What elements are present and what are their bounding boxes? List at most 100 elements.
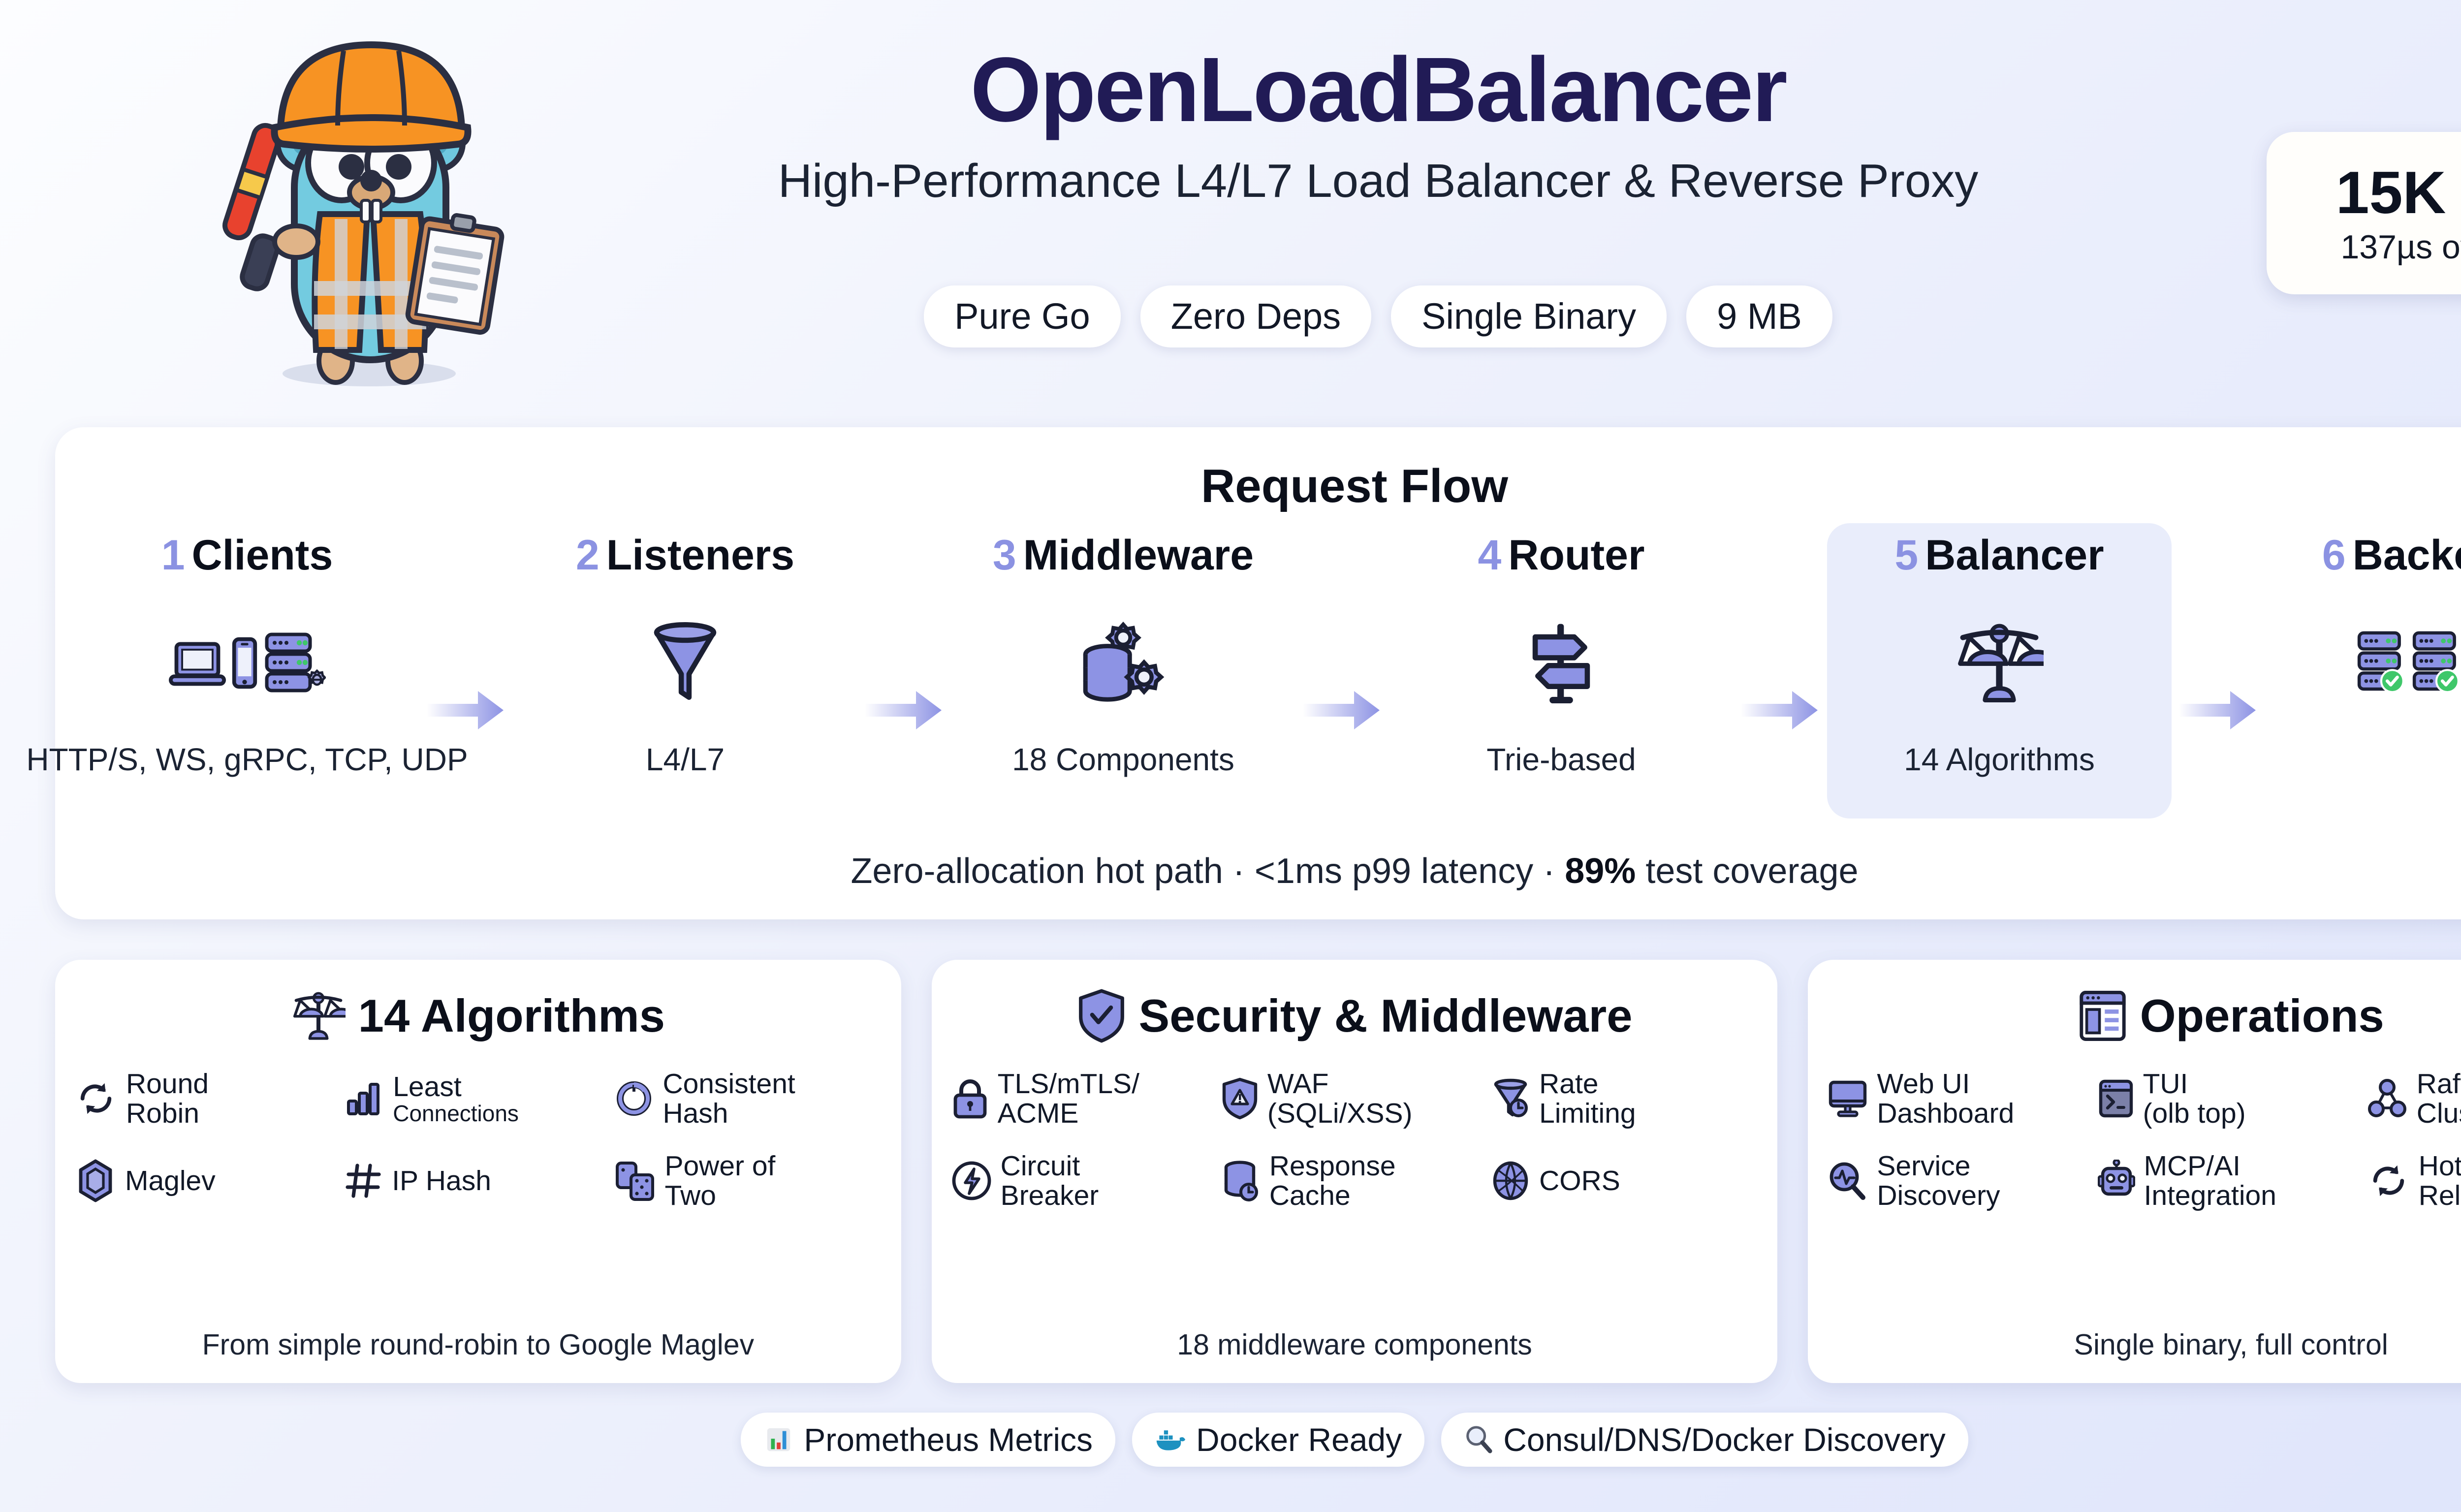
flow-step-caption: HTTP/S, WS, gRPC, TCP, UDP — [26, 742, 468, 777]
list-item-label: IP Hash — [392, 1166, 491, 1196]
signpost-icon — [1522, 589, 1601, 737]
request-flow-title: Request Flow — [1200, 460, 1509, 512]
card-header: Operations — [1828, 981, 2461, 1050]
scales-icon — [291, 989, 346, 1042]
header-pill[interactable]: Zero Deps — [1140, 285, 1372, 347]
list-item[interactable]: TUI(olb top) — [2098, 1069, 2365, 1129]
footer-pill-row: Prometheus Metrics Docker Ready — [0, 1413, 2461, 1467]
globe-icon — [1491, 1160, 1530, 1201]
flow-step-label: Balancer — [1925, 532, 2104, 579]
database-clock-icon — [1221, 1160, 1261, 1202]
header: OpenLoadBalancer High-Performance L4/L7 … — [0, 0, 2461, 409]
list-item-line2: Clustering — [2416, 1098, 2461, 1130]
hash-icon — [345, 1162, 383, 1200]
flow-step-heading: 6Backends — [2322, 534, 2461, 576]
card-header: 14 Algorithms — [75, 981, 882, 1050]
flow-arrow-icon — [2172, 523, 2265, 819]
list-item-line1: CORS — [1539, 1165, 1620, 1197]
header-pill[interactable]: Pure Go — [924, 285, 1121, 347]
docker-whale-icon — [1155, 1424, 1186, 1455]
list-item[interactable]: WAF(SQLi/XSS) — [1221, 1069, 1488, 1129]
list-item-line1: Rate — [1539, 1068, 1599, 1100]
scales-icon — [1955, 589, 2044, 737]
footer-pill-docker[interactable]: Docker Ready — [1132, 1413, 1425, 1467]
list-item-line2: Robin — [126, 1098, 199, 1130]
list-item-line1: Consistent — [663, 1068, 795, 1100]
list-item-line2: Two — [664, 1180, 716, 1212]
go-gopher-construction-worker-icon — [212, 17, 527, 391]
page-subtitle: High-Performance L4/L7 Load Balancer & R… — [778, 155, 1979, 207]
flow-step-number: 1 — [161, 532, 185, 579]
flow-step-label: Middleware — [1023, 532, 1254, 579]
list-item-line2: Reload — [2418, 1180, 2461, 1212]
list-item[interactable]: RaftClustering — [2367, 1069, 2461, 1129]
refresh-cycle-icon — [2367, 1161, 2410, 1201]
card-footer: Single binary, full control — [2074, 1328, 2388, 1361]
list-item[interactable]: TLS/mTLS/ACME — [951, 1069, 1218, 1129]
flow-step-number: 5 — [1894, 532, 1919, 579]
list-item[interactable]: HotReload — [2367, 1151, 2461, 1211]
card-title: Security & Middleware — [1138, 990, 1633, 1041]
refresh-cycle-icon — [75, 1078, 117, 1119]
list-item-line2: Connections — [393, 1101, 519, 1127]
title-block: OpenLoadBalancer High-Performance L4/L7 … — [581, 44, 2176, 206]
list-item-line1: Web UI — [1877, 1068, 1970, 1100]
list-item-line1: Hot — [2418, 1150, 2461, 1182]
card-footer: From simple round-robin to Google Maglev — [202, 1328, 755, 1361]
card-header: Security & Middleware — [951, 981, 1758, 1050]
list-item-label: TLS/mTLS/ACME — [998, 1069, 1139, 1129]
list-item-line1: MCP/AI — [2144, 1150, 2240, 1182]
footer-pill-prometheus[interactable]: Prometheus Metrics — [741, 1413, 1116, 1467]
throughput-badge: 15K RPS 137µs overhead — [2267, 132, 2461, 294]
devices-servers-icon — [168, 589, 326, 737]
list-item-line1: Power of — [664, 1150, 776, 1182]
server-racks-check-icon — [2356, 589, 2461, 737]
flow-arrow-icon — [419, 523, 513, 819]
footer-pill-label: Consul/DNS/Docker Discovery — [1503, 1421, 1946, 1458]
funnel-clock-icon — [1491, 1077, 1530, 1120]
header-pill[interactable]: Single Binary — [1391, 285, 1667, 347]
flow-arrow-icon — [857, 523, 951, 819]
card-title: Operations — [2140, 990, 2384, 1041]
list-item-label: Maglev — [125, 1166, 216, 1196]
list-item-line2: (SQLi/XSS) — [1267, 1098, 1413, 1130]
list-item-line2: Discovery — [1877, 1180, 2000, 1212]
flow-step-backends[interactable]: 6Backends — [2265, 523, 2461, 819]
list-item-line2: Limiting — [1539, 1098, 1636, 1130]
list-item[interactable]: CORS — [1491, 1151, 1758, 1211]
list-item[interactable]: IP Hash — [345, 1151, 611, 1211]
circuit-bolt-icon — [951, 1160, 992, 1201]
header-pill[interactable]: 9 MB — [1686, 285, 1832, 347]
list-item[interactable]: Maglev — [75, 1151, 342, 1211]
flow-step-number: 4 — [1478, 532, 1502, 579]
footer-pill-discovery[interactable]: Consul/DNS/Docker Discovery — [1441, 1413, 1968, 1467]
